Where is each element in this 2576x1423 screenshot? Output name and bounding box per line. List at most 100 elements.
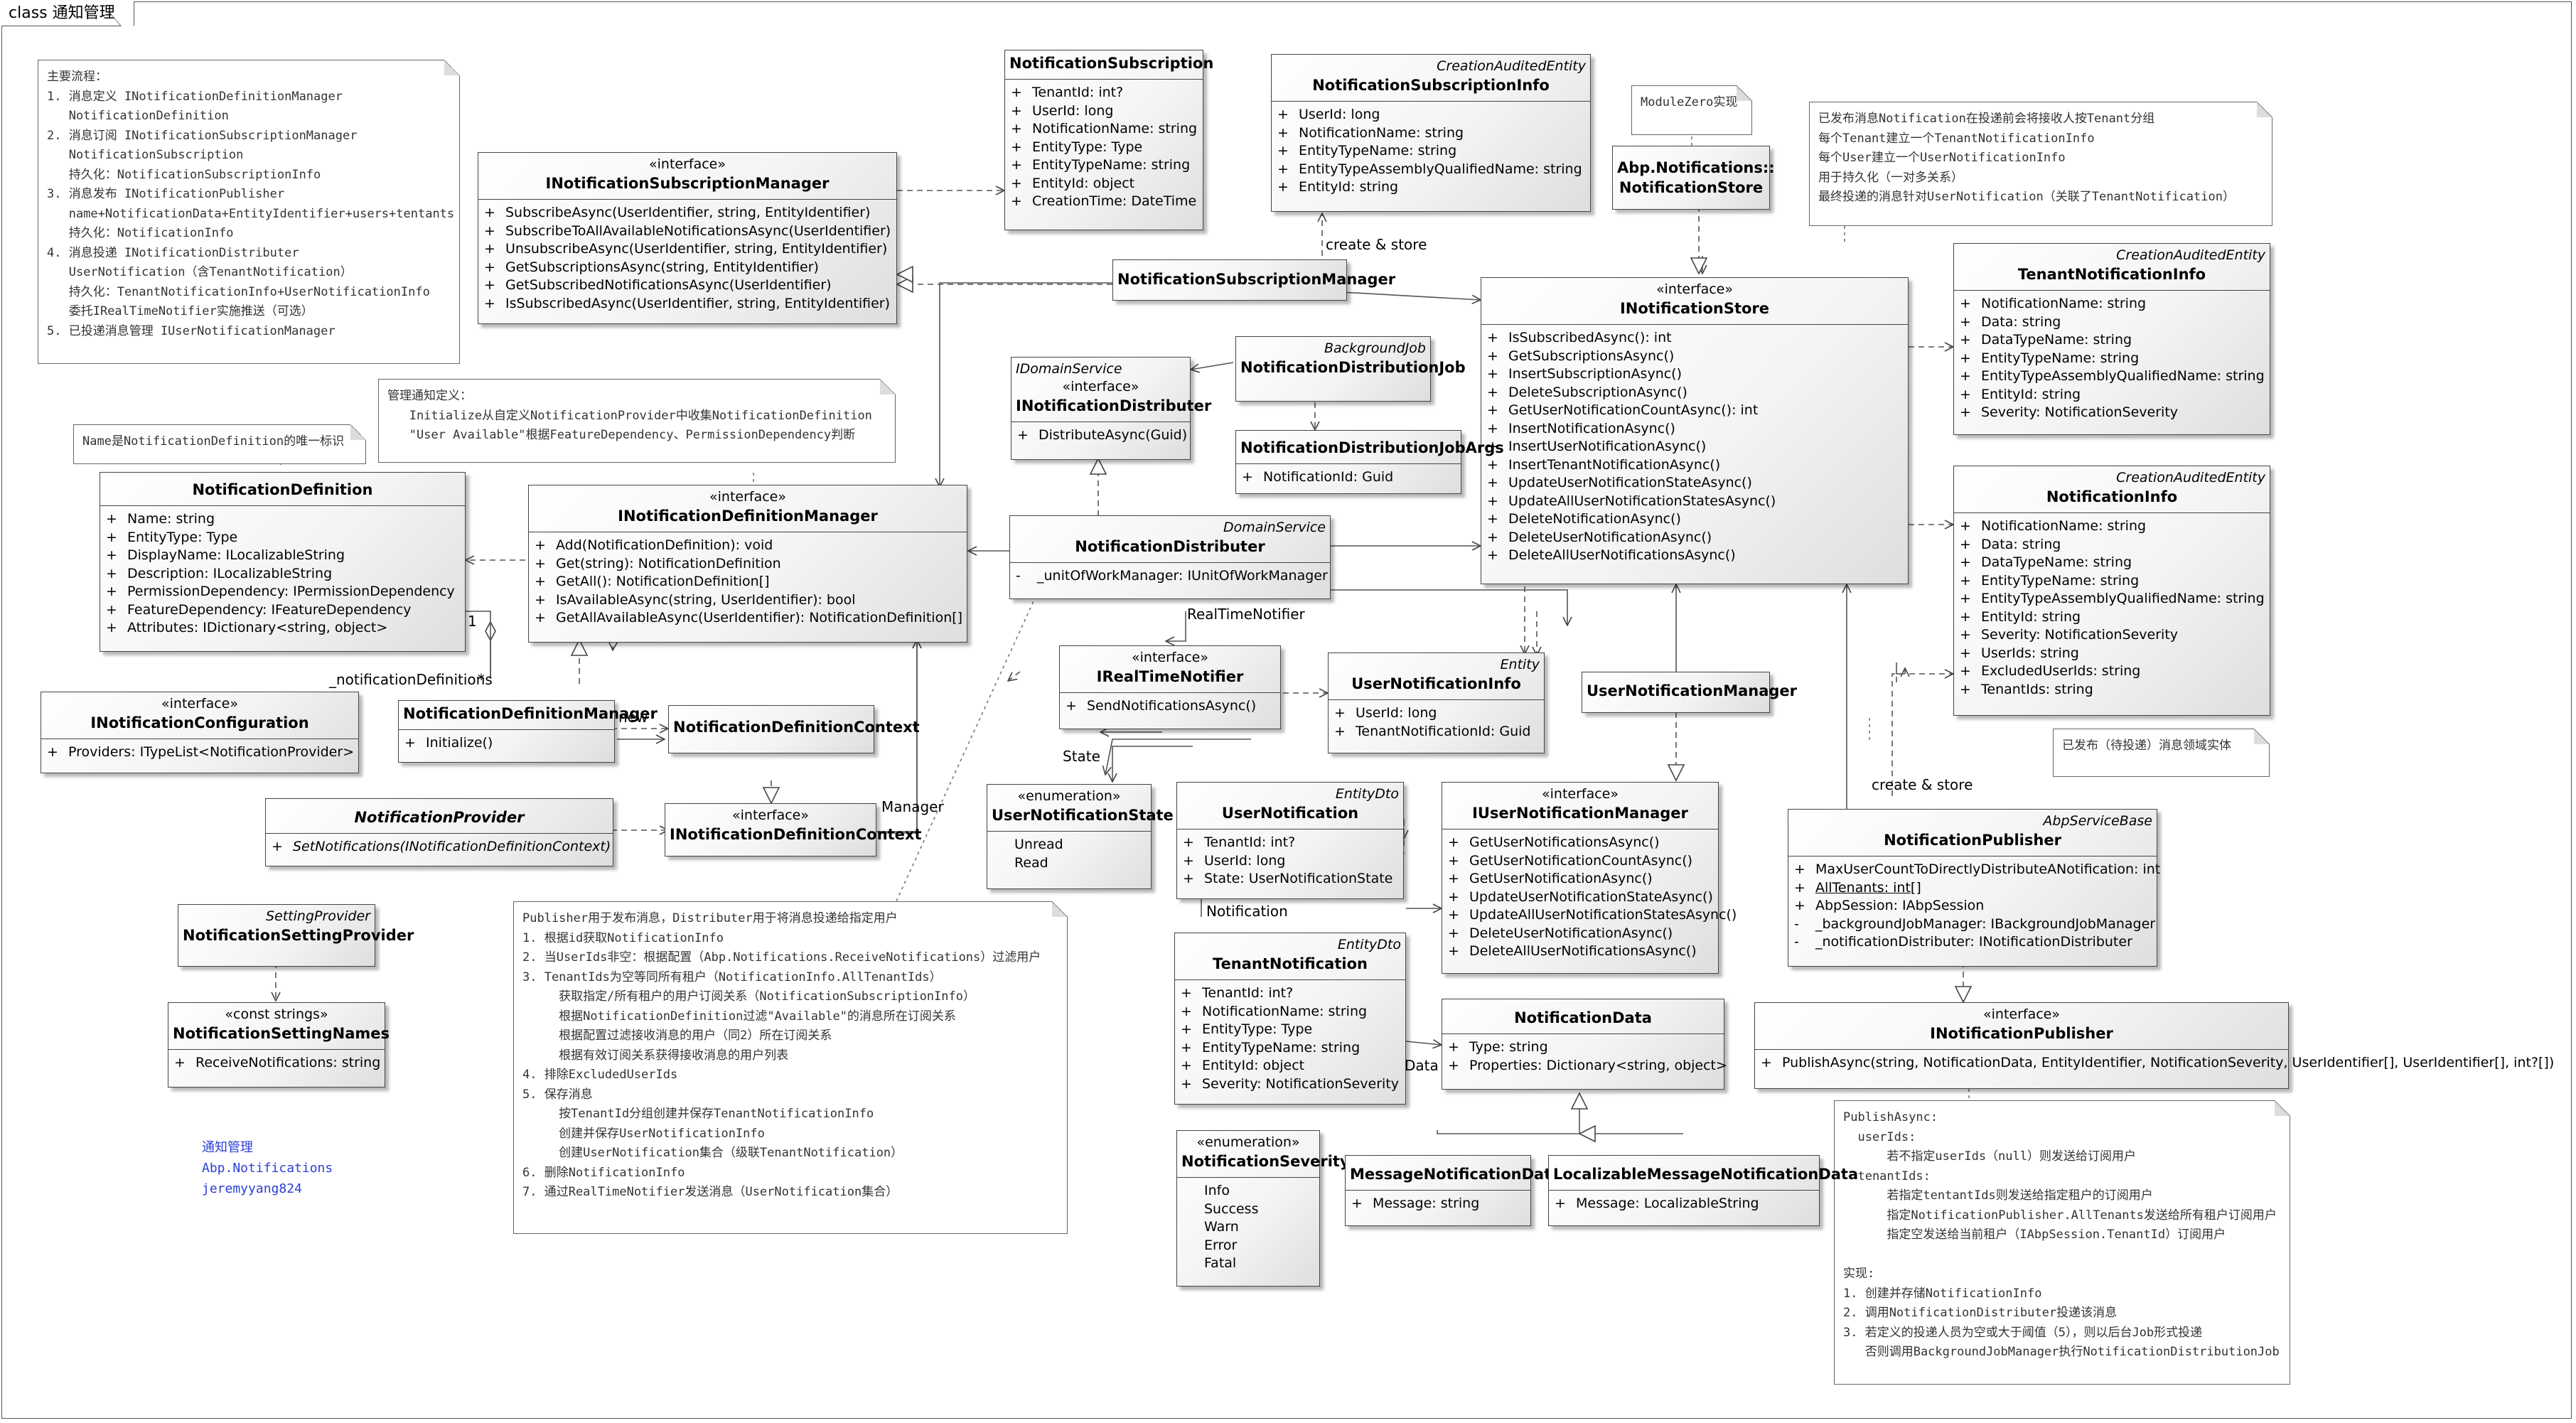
- interface-notification-definition-manager: «interface»INotificationDefinitionManage…: [528, 485, 967, 643]
- stereotype: «interface»: [649, 156, 726, 172]
- attribute: +EntityTypeName: string: [1181, 1039, 1361, 1056]
- operation: +DeleteUserNotificationAsync(): [1448, 925, 1673, 941]
- attribute: +TenantId: int?: [1011, 85, 1124, 100]
- class-name: TenantNotificationInfo: [2017, 266, 2206, 283]
- class-name: INotificationDefinitionManager: [618, 508, 878, 525]
- attribute: +EntityId: string: [1960, 386, 2081, 402]
- operation: +InsertSubscriptionAsync(): [1487, 366, 1683, 382]
- enum-literal: Unread: [1014, 837, 1063, 852]
- attribute: +TenantId: int?: [1181, 985, 1294, 1001]
- note-publisher-distributer: Publisher用于发布消息，Distributer用于将消息投递给指定用户 …: [513, 901, 1068, 1234]
- legend-title: 通知管理: [202, 1140, 253, 1155]
- attribute: +Severity: NotificationSeverity: [1960, 627, 2179, 643]
- note-modulezero: ModuleZero实现: [1631, 85, 1752, 135]
- operation: +UpdateUserNotificationStateAsync(): [1487, 475, 1752, 490]
- enum-literal: Info: [1204, 1183, 1230, 1198]
- stereotype: «interface»: [732, 807, 809, 823]
- attribute: +Name: string: [106, 511, 215, 527]
- legend-author: jeremyyang824: [202, 1181, 302, 1196]
- note-tenant-group: 已发布消息Notification在投递前会将接收人按Tenant分组 每个Te…: [1809, 102, 2272, 226]
- stereotype: «interface»: [1656, 281, 1733, 297]
- diagram-legend: 通知管理 Abp.Notifications jeremyyang824: [202, 1137, 333, 1199]
- attribute: +EntityTypeName: string: [1960, 572, 2140, 589]
- attribute: +EntityId: string: [1277, 179, 1399, 195]
- attribute: +MaxUserCountToDirectlyDistributeANotifi…: [1794, 861, 2161, 877]
- enum-literal: Fatal: [1204, 1255, 1237, 1271]
- note-publish-async: PublishAsync: userIds: 若不指定userIds（null）…: [1834, 1100, 2290, 1385]
- operation: +DeleteNotificationAsync(): [1487, 511, 1681, 527]
- attribute: +Attributes: IDictionary<string, object>: [106, 620, 388, 635]
- class-name: NotificationDefinitionContext: [673, 719, 920, 736]
- legend-namespace: Abp.Notifications: [202, 1161, 333, 1176]
- label-create-store: create & store: [1872, 776, 1973, 793]
- class-name-line1: Abp.Notifications::: [1617, 159, 1775, 176]
- attribute: +State: UserNotificationState: [1183, 871, 1393, 886]
- attribute: +EntityId: object: [1181, 1058, 1305, 1073]
- class-name: NotificationSubscriptionInfo: [1312, 77, 1550, 94]
- class-name: TenantNotification: [1213, 955, 1368, 972]
- class-notification-definition-context: NotificationDefinitionContext: [668, 705, 920, 753]
- operation: +DeleteAllUserNotificationsAsync(): [1448, 943, 1697, 959]
- attribute: +Message: LocalizableString: [1555, 1196, 1759, 1211]
- operation: +SubscribeAsync(UserIdentifier, string, …: [484, 205, 871, 220]
- attribute: +Description: ILocalizableString: [106, 565, 333, 581]
- class-name: UserNotificationState: [992, 807, 1174, 824]
- attribute: +DataTypeName: string: [1960, 554, 2132, 570]
- enum-notification-severity: «enumeration»NotificationSeverity Info S…: [1176, 1130, 1350, 1287]
- class-localizable-message-notification-data: LocalizableMessageNotificationData +Mess…: [1548, 1155, 1858, 1226]
- stereotype: BackgroundJob: [1324, 340, 1426, 356]
- class-notification-definition: NotificationDefinition +Name: string +En…: [100, 472, 466, 652]
- attribute: +DataTypeName: string: [1960, 332, 2132, 348]
- attribute: +Providers: ITypeList<NotificationProvid…: [47, 744, 355, 760]
- class-notification-data: NotificationData +Type: string +Properti…: [1442, 999, 1727, 1090]
- operation: +SendNotificationsAsync(): [1066, 698, 1257, 714]
- note-name-unique: Name是NotificationDefinition的唯一标识: [73, 424, 366, 464]
- class-name: NotificationDefinitionManager: [403, 705, 658, 722]
- attribute: +EntityTypeAssemblyQualifiedName: string: [1960, 591, 2265, 606]
- class-name: INotificationDefinitionContext: [670, 826, 922, 843]
- attribute-list: +TenantId: int? +UserId: long +Notificat…: [1005, 80, 1203, 217]
- operation: +Initialize(): [404, 735, 493, 751]
- class-name: IUserNotificationManager: [1472, 805, 1688, 822]
- interface-notification-configuration: «interface»INotificationConfiguration +P…: [41, 692, 359, 773]
- attribute: +TenantId: int?: [1183, 834, 1296, 850]
- class-notification-definition-manager: NotificationDefinitionManager +Initializ…: [398, 700, 658, 763]
- attribute: +Type: string: [1448, 1039, 1548, 1055]
- operation: +DeleteUserNotificationAsync(): [1487, 529, 1712, 545]
- attribute: +EntityId: string: [1960, 608, 2081, 625]
- label-data: Data: [1405, 1057, 1439, 1074]
- operation: +SubscribeToAllAvailableNotificationsAsy…: [484, 222, 891, 239]
- class-notification-distribution-job-args: NotificationDistributionJobArgs +Notific…: [1235, 430, 1504, 494]
- interface-user-notification-manager: «interface»IUserNotificationManager +Get…: [1442, 782, 1737, 974]
- enum-literal: Warn: [1204, 1219, 1239, 1235]
- attribute: -_notificationDistributer: INotification…: [1794, 934, 2132, 950]
- class-name: NotificationPublisher: [1884, 832, 2061, 849]
- class-name: NotificationInfo: [2046, 488, 2178, 505]
- attribute: +UserId: long: [1011, 102, 1114, 119]
- class-name: NotificationDistributionJob: [1240, 359, 1466, 376]
- attribute: +AbpSession: IAbpSession: [1794, 898, 1985, 913]
- attribute: +NotificationName: string: [1960, 518, 2147, 534]
- class-user-notification-manager: UserNotificationManager: [1582, 672, 1797, 713]
- diagram-frame-title: class 通知管理: [1, 1, 134, 26]
- note-published-entity: 已发布（待投递）消息领域实体: [2053, 729, 2270, 777]
- class-name: INotificationConfiguration: [90, 714, 309, 731]
- operation: +GetUserNotificationCountAsync(): [1448, 852, 1693, 869]
- enum-literal: Error: [1204, 1237, 1238, 1253]
- class-notification-provider: NotificationProvider +SetNotifications(I…: [265, 798, 613, 866]
- interface-notification-store: «interface»INotificationStore +IsSubscri…: [1481, 277, 1909, 584]
- operation: +UnsubscribeAsync(UserIdentifier, string…: [484, 241, 888, 257]
- attribute: +UserId: long: [1334, 705, 1437, 721]
- operation: +UpdateUserNotificationStateAsync(): [1448, 888, 1713, 905]
- attribute: +UserId: long: [1183, 852, 1286, 869]
- generalization-lines: [896, 265, 1683, 1143]
- class-notification-store: Abp.Notifications::NotificationStore: [1612, 146, 1775, 210]
- operation: +GetSubscribedNotificationsAsync(UserIde…: [484, 277, 832, 293]
- operation: +GetAll(): NotificationDefinition[]: [535, 574, 770, 589]
